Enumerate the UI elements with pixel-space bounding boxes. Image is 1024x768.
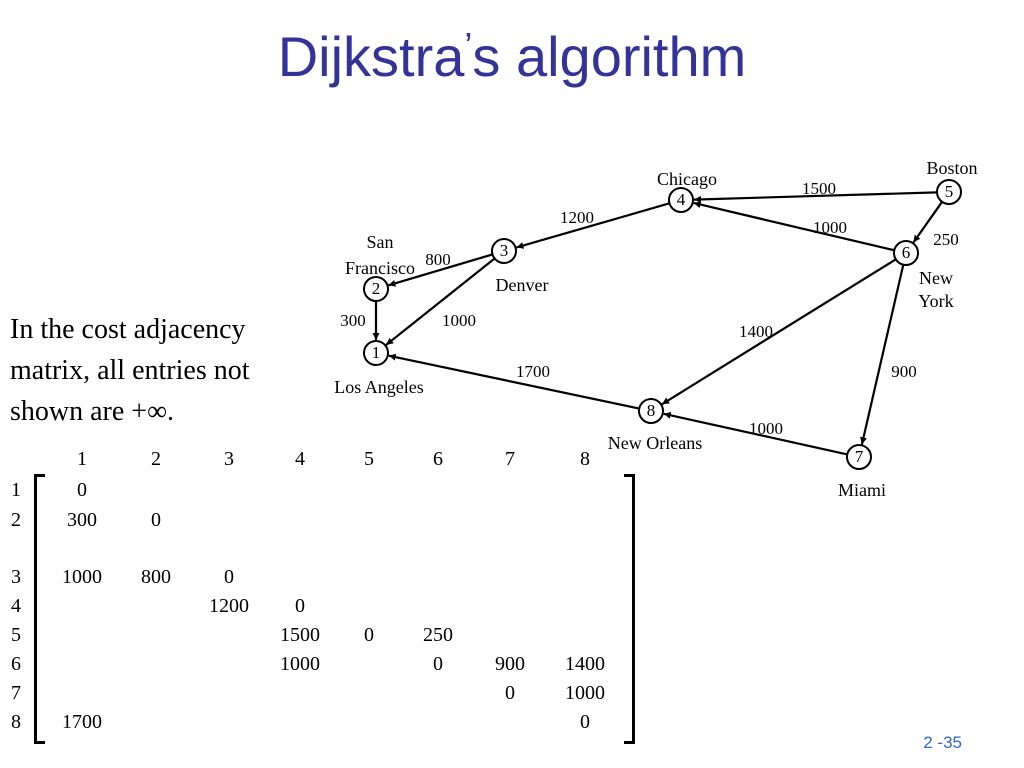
- node-number-5: 5: [945, 182, 954, 201]
- matrix-row-label-4: 4: [11, 595, 21, 617]
- city-label-5: Boston: [926, 158, 977, 178]
- matrix-cell-2-1: 300: [67, 509, 97, 531]
- node-number-7: 7: [855, 447, 864, 466]
- matrix-column-header-6: 6: [433, 448, 443, 470]
- edge-6-to-4: [693, 201, 895, 252]
- matrix-cell-4-3: 1200: [209, 595, 249, 617]
- node-5: 5: [936, 179, 962, 205]
- matrix-cell-5-5: 0: [364, 624, 374, 646]
- edge-weight-6-8: 1400: [739, 322, 773, 341]
- edge-6-to-8: [661, 258, 897, 406]
- city-label-3: Denver: [496, 275, 549, 295]
- matrix-cell-1-1: 0: [77, 479, 87, 501]
- node-number-6: 6: [902, 243, 911, 262]
- node-2: 2: [363, 276, 389, 302]
- graph-edges: [372, 191, 943, 456]
- graph-labels: 1500 250 1000 1200 800 1000 300 1400 900 1700 1000…: [334, 158, 977, 500]
- matrix-cell-7-8: 1000: [565, 682, 605, 704]
- matrix-row-label-5: 5: [11, 624, 21, 646]
- edge-weight-4-3: 1200: [560, 208, 594, 227]
- edge-weight-6-4: 1000: [813, 218, 847, 237]
- slide-title-main: Dijkstra: [277, 25, 465, 88]
- edge-3-to-1: [385, 257, 496, 346]
- matrix-cell-6-6: 0: [433, 653, 443, 675]
- edge-weight-2-1: 300: [340, 311, 366, 330]
- node-8: 8: [638, 398, 664, 424]
- matrix-cell-6-8: 1400: [565, 653, 605, 675]
- node-number-4: 4: [677, 190, 686, 209]
- matrix-left-bracket: [34, 474, 45, 744]
- edge-5-to-6: [912, 201, 943, 244]
- matrix-cell-6-7: 900: [495, 653, 525, 675]
- edge-6-to-7: [860, 264, 905, 445]
- matrix-column-header-4: 4: [295, 448, 305, 470]
- slide-title: Dijkstra’s algorithm: [0, 26, 1024, 88]
- matrix-column-header-1: 1: [77, 448, 87, 470]
- node-number-3: 3: [500, 241, 509, 260]
- edge-weight-7-8: 1000: [749, 419, 783, 438]
- edge-weight-6-7: 900: [891, 362, 917, 381]
- slide-title-apostrophe: ’: [464, 25, 473, 66]
- matrix-cell-4-4: 0: [295, 595, 305, 617]
- matrix-right-bracket: [624, 474, 635, 744]
- node-6: 6: [893, 240, 919, 266]
- node-4: 4: [668, 187, 694, 213]
- matrix-cell-5-4: 1500: [280, 624, 320, 646]
- node-number-8: 8: [647, 401, 656, 420]
- edge-8-to-1: [388, 353, 640, 410]
- matrix-cell-6-4: 1000: [280, 653, 320, 675]
- city-label-4: Chicago: [657, 169, 717, 189]
- edge-weight-3-2: 800: [425, 250, 451, 269]
- matrix-cell-7-7: 0: [505, 682, 515, 704]
- matrix-column-header-5: 5: [364, 448, 374, 470]
- city-label-8: New Orleans: [608, 433, 702, 453]
- city-label-7: Miami: [838, 480, 886, 500]
- matrix-column-header-3: 3: [224, 448, 234, 470]
- adjacency-note: In the cost adjacency matrix, all entrie…: [10, 314, 250, 427]
- node-3: 3: [491, 238, 517, 264]
- matrix-row-label-6: 6: [11, 653, 21, 675]
- matrix-column-header-8: 8: [580, 448, 590, 470]
- matrix-cell-3-1: 1000: [62, 566, 102, 588]
- city-label-2-line1: San: [367, 232, 394, 252]
- node-1: 1: [363, 340, 389, 366]
- matrix-cell-3-3: 0: [224, 566, 234, 588]
- matrix-column-header-2: 2: [151, 448, 161, 470]
- slide-title-rest: s algorithm: [472, 25, 747, 88]
- matrix-cell-3-2: 800: [141, 566, 171, 588]
- city-label-2-line2: Francisco: [345, 258, 415, 278]
- matrix-column-header-7: 7: [505, 448, 515, 470]
- matrix-row-label-3: 3: [11, 566, 21, 588]
- matrix-cell-8-8: 0: [580, 711, 590, 733]
- node-number-2: 2: [372, 279, 381, 298]
- city-label-6-line1: New: [919, 268, 953, 288]
- edge-7-to-8: [663, 411, 848, 456]
- edge-weight-3-1: 1000: [442, 311, 476, 330]
- edge-weight-5-4: 1500: [802, 179, 836, 198]
- edge-weight-5-6: 250: [933, 230, 959, 249]
- edge-3-to-2: [388, 253, 493, 287]
- matrix-cell-5-6: 250: [423, 624, 453, 646]
- matrix-row-label-8: 8: [11, 711, 21, 733]
- edge-5-to-4: [693, 191, 938, 203]
- matrix-cell-2-2: 0: [151, 509, 161, 531]
- page-number: 2 -35: [923, 733, 962, 752]
- city-label-1: Los Angeles: [334, 377, 424, 397]
- matrix-row-label-7: 7: [11, 682, 21, 704]
- edge-4-to-3: [516, 202, 670, 249]
- node-number-1: 1: [372, 343, 381, 362]
- matrix-row-label-2: 2: [11, 509, 21, 531]
- matrix-row-label-1: 1: [11, 479, 21, 501]
- node-7: 7: [846, 444, 872, 470]
- matrix-cell-8-1: 1700: [62, 711, 102, 733]
- city-label-6-line2: York: [918, 291, 953, 311]
- edge-weight-8-1: 1700: [516, 362, 550, 381]
- graph-nodes: 1 2 3 4 5 6 7 8: [363, 179, 962, 470]
